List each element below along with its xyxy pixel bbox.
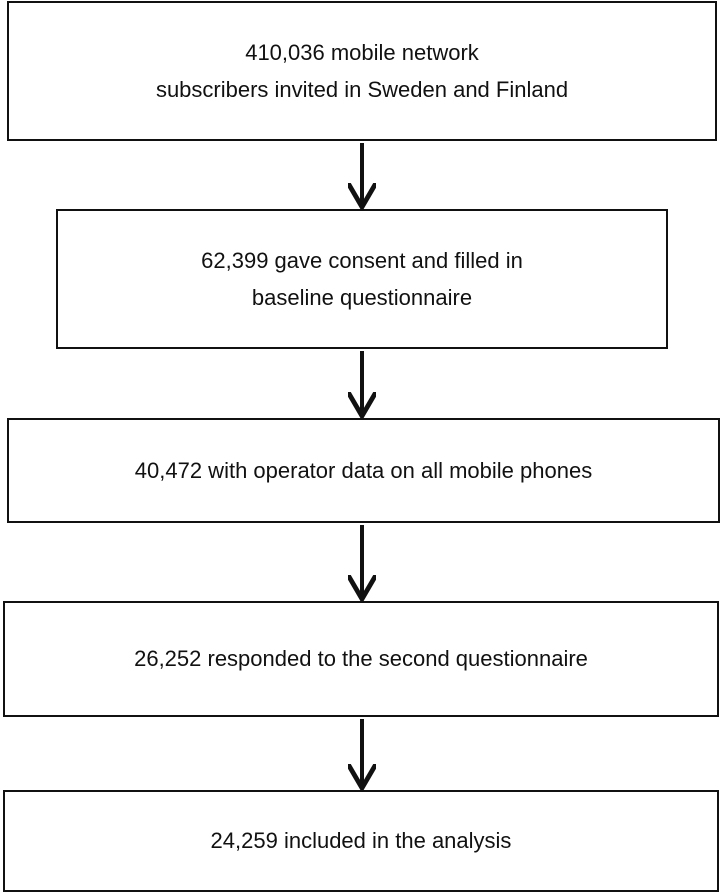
- flow-box-operator-data: 40,472 with operator data on all mobile …: [7, 418, 720, 523]
- flow-box-consent-line-1: 62,399 gave consent and filled in: [201, 247, 523, 273]
- flow-box-consent: 62,399 gave consent and filled in baseli…: [56, 209, 668, 349]
- flow-box-second-questionnaire-line-1: 26,252 responded to the second questionn…: [134, 646, 588, 672]
- flow-box-consent-line-2: baseline questionnaire: [251, 285, 473, 310]
- flow-box-invited-line-2: subscribers invited in Sweden and Finlan…: [155, 77, 569, 102]
- flow-box-operator-data-line-1: 40,472 with operator data on all mobile …: [134, 457, 593, 483]
- flow-box-analysis: 24,259 included in the analysis: [3, 790, 719, 892]
- flow-box-second-questionnaire: 26,252 responded to the second questionn…: [3, 601, 719, 717]
- flow-box-invited-line-1: 410,036 mobile network: [245, 39, 479, 65]
- flow-box-analysis-line-1: 24,259 included in the analysis: [210, 828, 512, 854]
- flow-box-invited: 410,036 mobile network subscribers invit…: [7, 1, 717, 141]
